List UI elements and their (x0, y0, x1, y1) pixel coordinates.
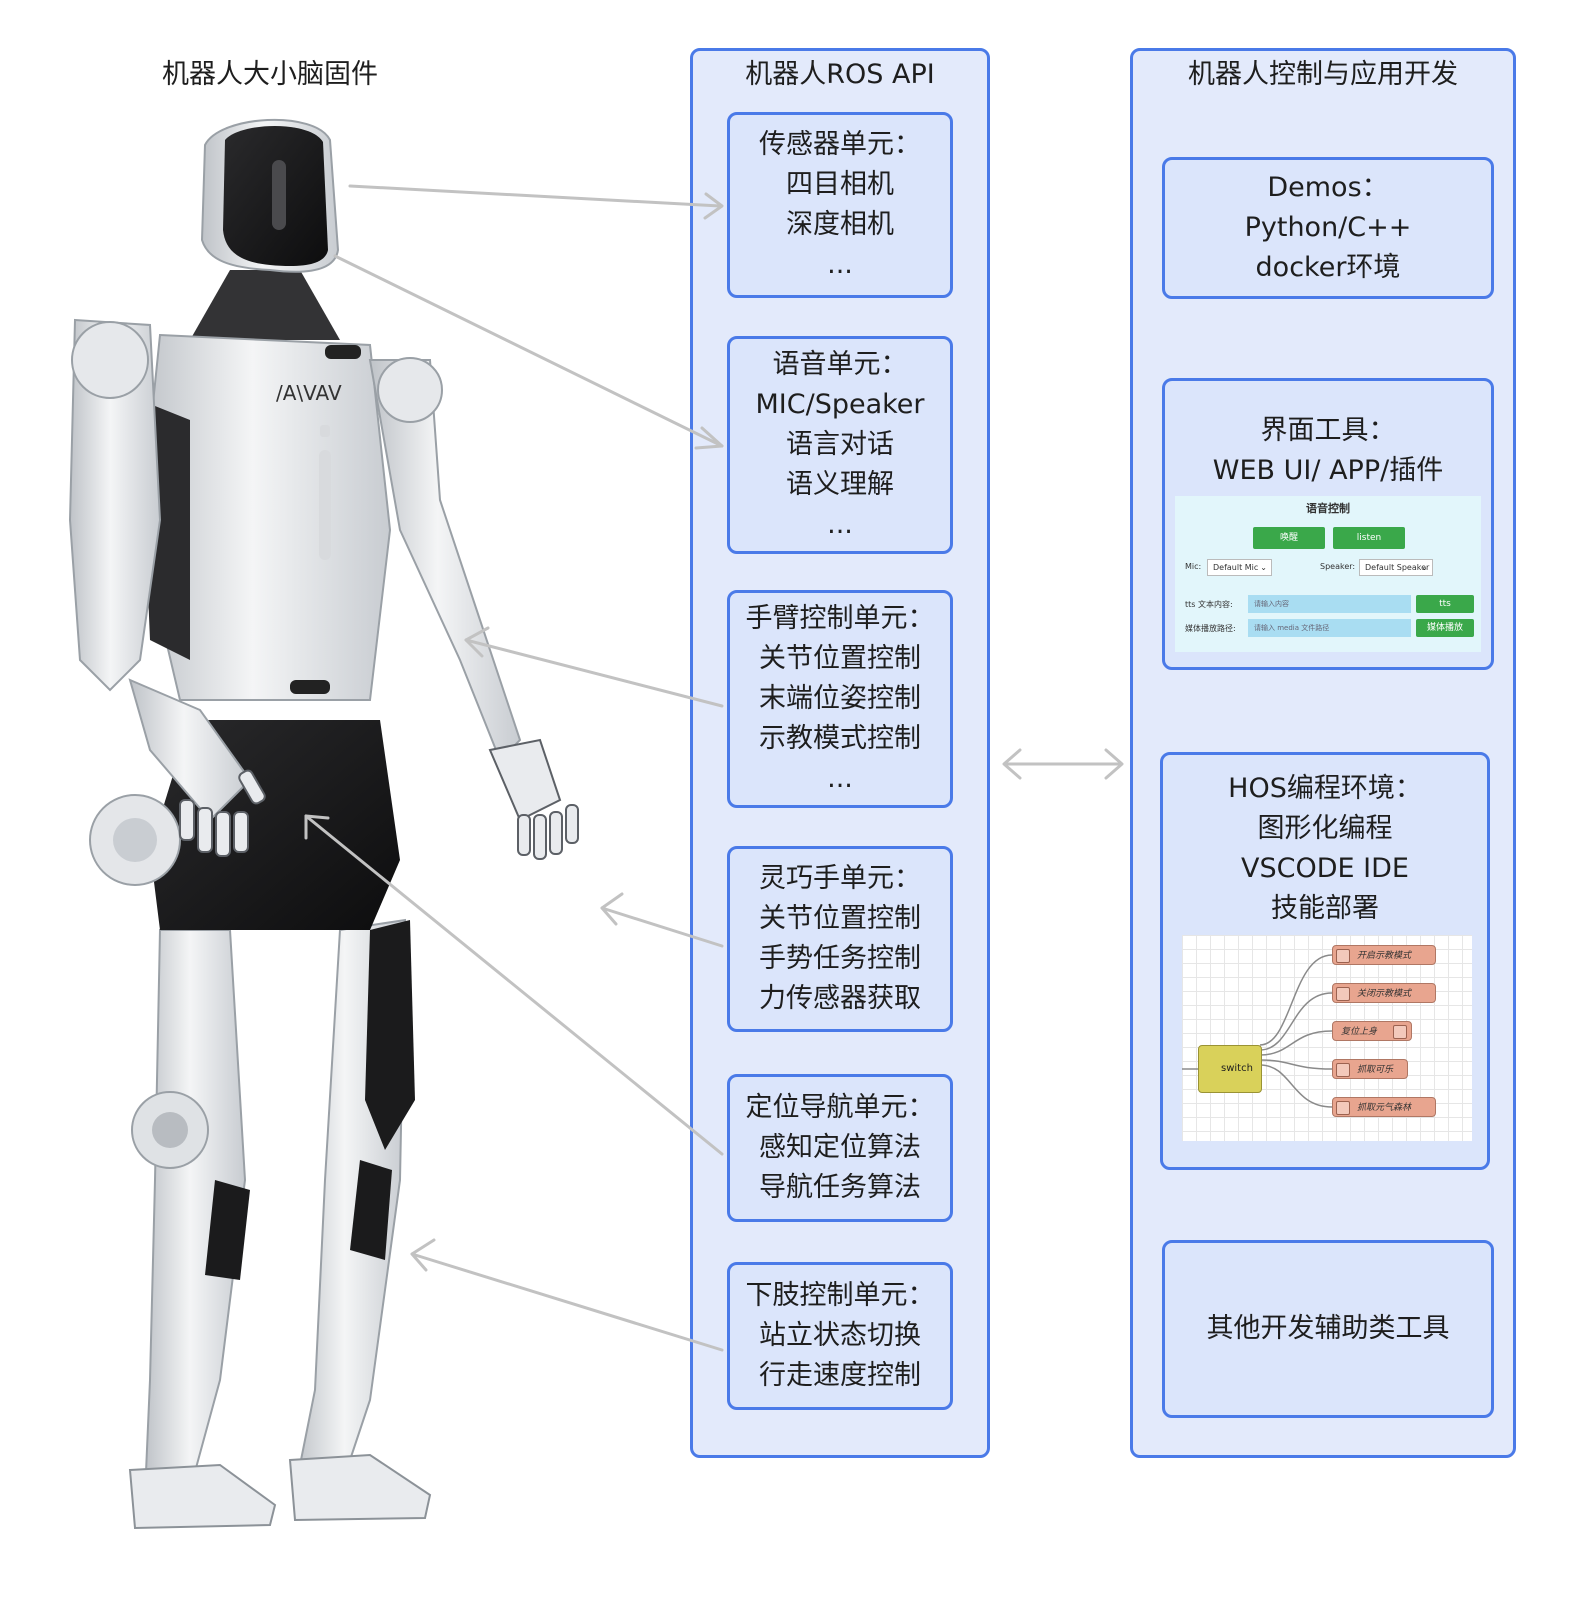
box-line: 导航任务算法 (759, 1172, 921, 1203)
box-line: 下肢控制单元： (745, 1280, 935, 1311)
box-line: 语义理解 (786, 469, 894, 500)
box-line: 其他开发辅助类工具 (1206, 1313, 1450, 1344)
box-line: 灵巧手单元： (759, 863, 921, 894)
arrow-head-tip (464, 626, 490, 658)
box-line: 感知定位算法 (759, 1132, 921, 1163)
function-icon (1336, 1101, 1350, 1115)
box-line: 关节位置控制 (759, 903, 921, 934)
lower-limb-unit-box: 下肢控制单元： 站立状态切换 行走速度控制 (727, 1262, 953, 1410)
app-dev-title: 机器人控制与应用开发 (1188, 59, 1458, 90)
box-line: WEB UI/ APP/插件 (1212, 455, 1444, 486)
box-line: 末端位姿控制 (759, 683, 921, 714)
speaker-label: Speaker: (1320, 562, 1356, 571)
box-line: 界面工具： (1260, 415, 1396, 446)
firmware-title: 机器人大小脑固件 (162, 59, 378, 90)
mock-title: 语音控制 (1306, 502, 1350, 515)
speaker-select[interactable]: Default Speaker⌄ (1359, 559, 1433, 576)
listen-button[interactable]: listen (1333, 527, 1405, 549)
flow-wires (1182, 954, 1333, 1108)
flow-node[interactable]: 开启示教模式 (1332, 945, 1436, 965)
switch-node[interactable]: switch (1198, 1045, 1262, 1093)
box-line: VSCODE IDE (1241, 853, 1409, 884)
voice-unit-box: 语音单元： MIC/Speaker 语言对话 语义理解 ... (727, 336, 953, 554)
function-icon (1336, 987, 1350, 1001)
arrow-to-arm (464, 638, 724, 708)
flow-node-label: 抓取可乐 (1357, 1065, 1394, 1075)
flow-node-label: 关闭示教模式 (1357, 989, 1412, 999)
chevron-down-icon: ⌄ (1260, 563, 1267, 572)
robot-illustration: /A\VAV (68, 118, 579, 1530)
mic-label: Mic: (1185, 562, 1202, 571)
arrow-head-tip (600, 892, 624, 926)
function-icon (1393, 1025, 1407, 1039)
tts-label: tts 文本内容: (1185, 600, 1233, 609)
box-line: 手臂控制单元： (745, 603, 935, 634)
mic-value: Default Mic (1213, 563, 1259, 572)
flow-node[interactable]: 抓取可乐 (1332, 1059, 1408, 1079)
navigation-unit-box: 定位导航单元： 感知定位算法 导航任务算法 (727, 1074, 953, 1222)
box-line: HOS编程环境： (1228, 773, 1422, 804)
box-line: ... (827, 763, 853, 794)
tts-input[interactable]: 请输入内容 (1248, 595, 1411, 613)
box-line: ... (827, 249, 853, 280)
arrow-head-tip (304, 814, 330, 840)
box-line: MIC/Speaker (755, 389, 925, 420)
function-icon (1336, 1063, 1350, 1077)
arrow-head-tip (1002, 748, 1022, 780)
box-line: 定位导航单元： (745, 1092, 935, 1123)
chevron-down-icon: ⌄ (1421, 563, 1428, 572)
ros-api-title: 机器人ROS API (745, 59, 935, 90)
box-line: 四目相机 (786, 169, 894, 200)
arrow-head-tip (410, 1238, 436, 1272)
arrow-head-tip (694, 426, 724, 450)
wake-button[interactable]: 唤醒 (1253, 527, 1325, 549)
tts-button[interactable]: tts (1416, 595, 1474, 613)
flow-node[interactable]: 复位上身 (1332, 1021, 1412, 1041)
arrow-head-to-sensor (348, 184, 722, 208)
box-line: 手势任务控制 (759, 943, 921, 974)
media-input[interactable]: 请输入 media 文件路径 (1248, 619, 1411, 637)
node-flow-mock: switch 开启示教模式 关闭示教模式 复位上身 抓取可乐 抓取元气森林 (1182, 935, 1472, 1141)
box-line: 站立状态切换 (759, 1320, 921, 1351)
box-line: ... (827, 509, 853, 540)
arrow-to-voice (333, 254, 724, 448)
box-line: 语言对话 (786, 429, 894, 460)
chest-logo: /A\VAV (276, 381, 342, 405)
other-tools-box: 其他开发辅助类工具 (1162, 1240, 1494, 1418)
box-line: 关节位置控制 (759, 643, 921, 674)
flow-node-label: 开启示教模式 (1357, 951, 1412, 961)
arrow-to-hip (304, 814, 724, 1156)
flow-node-label: 抓取元气森林 (1357, 1103, 1412, 1113)
sensor-unit-box: 传感器单元： 四目相机 深度相机 ... (727, 112, 953, 298)
voice-control-mock: 语音控制 唤醒 listen Mic: Default Mic⌄ Speaker… (1175, 496, 1481, 652)
box-line: 语音单元： (772, 349, 908, 380)
arrow-head-tip (703, 192, 724, 220)
media-play-button[interactable]: 媒体播放 (1416, 619, 1474, 637)
box-line: 深度相机 (786, 209, 894, 240)
flow-node-label: 复位上身 (1341, 1027, 1378, 1037)
speaker-value: Default Speaker (1365, 563, 1430, 572)
box-line: docker环境 (1255, 252, 1401, 283)
box-line: 力传感器获取 (759, 983, 921, 1014)
function-icon (1336, 949, 1350, 963)
box-line: 图形化编程 (1257, 813, 1393, 844)
box-line: 行走速度控制 (759, 1360, 921, 1391)
arrow-head-tip (1104, 748, 1124, 780)
arrow-to-leg (410, 1252, 724, 1352)
flow-node[interactable]: 关闭示教模式 (1332, 983, 1436, 1003)
arrow-to-hand (600, 906, 724, 948)
demos-box: Demos： Python/C++ docker环境 (1162, 157, 1494, 299)
flow-node[interactable]: 抓取元气森林 (1332, 1097, 1436, 1117)
mic-select[interactable]: Default Mic⌄ (1207, 559, 1272, 576)
dexterous-hand-unit-box: 灵巧手单元： 关节位置控制 手势任务控制 力传感器获取 (727, 846, 953, 1032)
box-line: 技能部署 (1271, 893, 1379, 924)
box-line: 示教模式控制 (759, 723, 921, 754)
box-line: Python/C++ (1244, 212, 1412, 243)
box-line: 传感器单元： (759, 129, 921, 160)
media-label: 媒体播放路径: (1185, 624, 1236, 633)
box-line: Demos： (1267, 172, 1389, 203)
arm-control-unit-box: 手臂控制单元： 关节位置控制 末端位姿控制 示教模式控制 ... (727, 590, 953, 808)
